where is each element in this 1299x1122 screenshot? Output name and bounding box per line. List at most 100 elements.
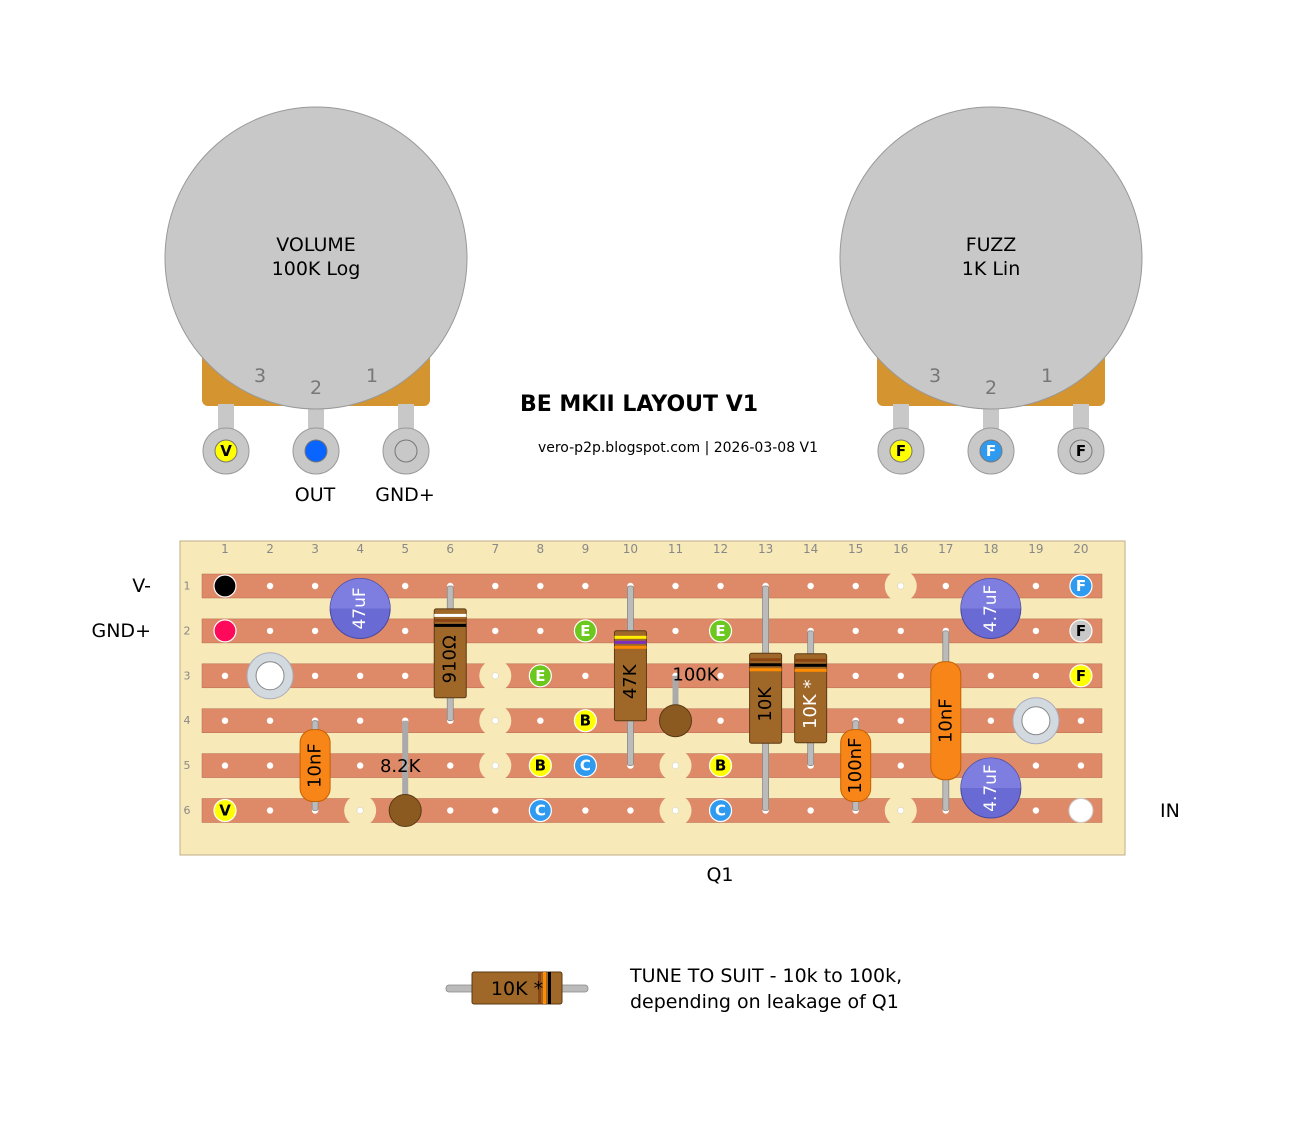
volume-pot-name: VOLUME [276, 234, 356, 256]
track-cut-hole [897, 582, 905, 590]
gnd-plus-label: GND+ [91, 620, 152, 642]
connection-marker-dot [528, 664, 552, 688]
resistor-band [614, 640, 647, 644]
electrolytic-component: 4.7uF [960, 757, 1022, 819]
electrolytic-cap-label: 4.7uF [981, 585, 1001, 633]
hole [807, 807, 814, 814]
connection-marker-text: C [535, 802, 546, 820]
pot-lug-marker [214, 439, 238, 463]
col-label: 18 [983, 542, 998, 556]
hole [492, 582, 499, 590]
pot-lug-stem [983, 404, 999, 430]
resistor-band [749, 658, 782, 662]
electrolytic-component: 4.7uF [960, 577, 1022, 639]
standing-resistor-body [388, 794, 422, 827]
v-minus-label: V- [132, 575, 151, 597]
connection-marker-text: F [1076, 622, 1086, 640]
connection-marker-text: C [580, 757, 591, 775]
hole [266, 717, 274, 724]
legend-resistor: 10K * [445, 971, 589, 1005]
pot-lug-number: 2 [310, 377, 322, 399]
hole [852, 582, 859, 590]
hole [492, 807, 499, 814]
pot-lug-marker [979, 439, 1003, 463]
film-cap-label: 10nF [935, 698, 956, 743]
pot-lug-stem [1073, 404, 1089, 430]
connection-marker: C [708, 798, 733, 823]
connection-marker: F [1069, 664, 1093, 688]
resistor-band [434, 613, 467, 617]
resistor-band [749, 668, 782, 672]
track-cut-hole [491, 762, 499, 770]
hole [537, 582, 544, 590]
pot-lug-stem [398, 404, 414, 430]
electrolytic-cap-stripe [960, 758, 1021, 789]
hole [672, 627, 679, 635]
track-cut-hole [491, 717, 499, 725]
connection-marker-dot [1069, 619, 1093, 643]
wire-pad-hole [1021, 706, 1051, 736]
connection-marker: E [528, 664, 552, 688]
col-label: 16 [893, 542, 908, 556]
connection-marker-dot [573, 619, 598, 643]
pot-lug-stem [893, 404, 909, 430]
pot-lug-number: 2 [985, 377, 997, 399]
col-label: 8 [537, 542, 545, 556]
connection-marker-dot [708, 619, 733, 643]
out-label: OUT [294, 484, 336, 506]
connection-marker-dot [528, 798, 552, 823]
connection-marker-dot [213, 798, 237, 823]
col-label: 9 [582, 542, 590, 556]
hole [897, 672, 904, 679]
volume-pot-value: 100K Log [271, 258, 361, 280]
connection-marker [213, 574, 237, 598]
electrolytic-cap-stripe [330, 578, 391, 609]
volume-pot-label: VOLUME 100K Log [272, 233, 361, 281]
connection-marker-text: E [580, 622, 590, 640]
gnd-plus-lug-label: GND+ [375, 484, 435, 506]
electrolytic-cap-label: 47uF [350, 587, 370, 629]
col-label: 7 [491, 542, 499, 556]
track-cut-hole [897, 807, 905, 814]
hole [266, 627, 274, 635]
film-cap-label: 100nF [845, 738, 866, 794]
hole [266, 762, 274, 769]
hole [717, 582, 724, 590]
hole [942, 582, 949, 590]
hole [1032, 672, 1040, 679]
hole [402, 672, 409, 679]
legend-resistor-band [543, 972, 546, 1004]
col-label: 5 [401, 542, 409, 556]
connection-marker: C [573, 753, 598, 778]
col-label: 1 [221, 542, 229, 556]
resistor-body [433, 608, 467, 699]
track-cut-hole [356, 807, 364, 814]
connection-marker-dot [213, 619, 237, 643]
hole [356, 672, 364, 679]
row-label: 4 [184, 714, 191, 727]
hole [852, 627, 859, 635]
row-label: 2 [184, 624, 191, 637]
connection-marker-dot [528, 753, 552, 778]
hole [1032, 762, 1040, 769]
col-label: 3 [311, 542, 319, 556]
hole [897, 717, 904, 724]
hole [1032, 582, 1040, 590]
standing_resistor-component: 100K [659, 664, 720, 738]
pot-lug-number: 1 [366, 365, 378, 387]
resistor-label: 10K * [800, 680, 821, 729]
connection-marker-text: B [715, 757, 726, 775]
hole [987, 717, 995, 724]
connection-marker-text: F [1076, 667, 1086, 685]
hole [717, 717, 724, 724]
pot-lug-stem [308, 404, 324, 430]
col-label: 2 [266, 542, 274, 556]
pot-lug-number: 1 [1041, 365, 1053, 387]
hole [221, 762, 229, 769]
connection-marker: B [708, 753, 733, 778]
resistor-component: 47K [613, 585, 647, 767]
track-cut-hole [672, 762, 679, 770]
col-label: 13 [758, 542, 773, 556]
col-label: 4 [356, 542, 364, 556]
